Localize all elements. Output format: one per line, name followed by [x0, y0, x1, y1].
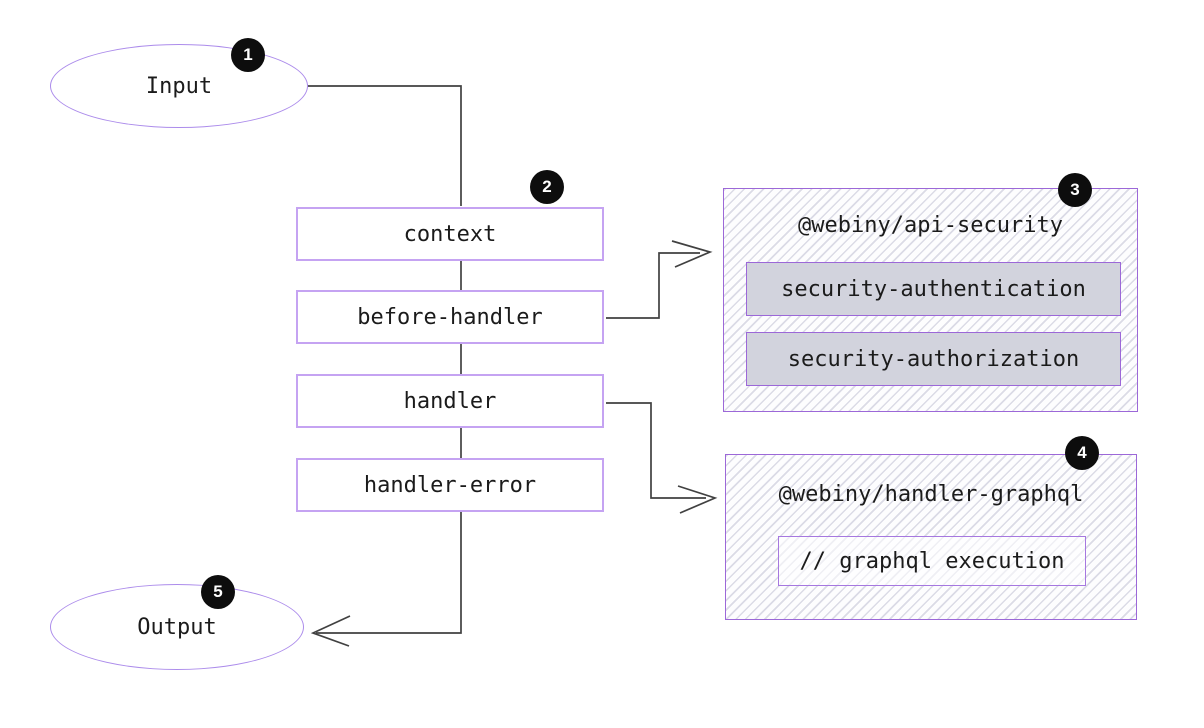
pipeline-step-handler: handler [296, 374, 604, 428]
plugin-chip-security-authentication: security-authentication [746, 262, 1121, 316]
arrowhead-to-api-security-icon [671, 240, 713, 268]
plugin-chip-security-authorization-label: security-authorization [787, 346, 1080, 372]
step-number-badge-4: 4 [1065, 436, 1099, 470]
wire-handler-error-to-output [316, 512, 462, 634]
badge-3-number: 3 [1070, 180, 1080, 199]
pipeline-step-handler-error-label: handler-error [363, 472, 537, 498]
pipeline-step-context: context [296, 207, 604, 261]
handler-graphql-panel: @webiny/handler-graphql // graphql execu… [725, 454, 1137, 620]
step-number-badge-2: 2 [530, 170, 564, 204]
arrowhead-to-output-icon [310, 615, 351, 647]
badge-2-number: 2 [542, 177, 552, 196]
badge-4-number: 4 [1077, 443, 1087, 462]
plugin-chip-security-authorization: security-authorization [746, 332, 1121, 386]
wire-input-to-context [308, 85, 462, 206]
pipeline-step-handler-label: handler [403, 388, 497, 414]
step-number-badge-5: 5 [201, 575, 235, 609]
step-number-badge-1: 1 [231, 38, 265, 72]
step-number-badge-3: 3 [1058, 173, 1092, 207]
badge-5-number: 5 [213, 582, 223, 601]
input-node-label: Input [145, 73, 213, 99]
api-security-panel: @webiny/api-security security-authentica… [723, 188, 1138, 412]
pipeline-step-before-handler-label: before-handler [357, 304, 543, 330]
pipeline-step-before-handler: before-handler [296, 290, 604, 344]
arrowhead-to-handler-graphql-icon [677, 485, 718, 514]
badge-1-number: 1 [243, 45, 253, 64]
handler-graphql-panel-title: @webiny/handler-graphql [778, 482, 1084, 507]
output-node: Output [50, 584, 304, 670]
output-node-label: Output [137, 614, 217, 640]
graphql-execution-comment-box: // graphql execution [778, 536, 1086, 586]
input-node: Input [50, 44, 308, 128]
graphql-execution-comment-label: // graphql execution [799, 548, 1065, 574]
plugin-chip-security-authentication-label: security-authentication [781, 276, 1086, 302]
pipeline-step-context-label: context [403, 221, 497, 247]
wire-handler-to-handler-graphql [606, 402, 706, 499]
wire-before-handler-to-api-security [606, 252, 700, 319]
pipeline-step-handler-error: handler-error [296, 458, 604, 512]
api-security-panel-title: @webiny/api-security [798, 213, 1063, 238]
